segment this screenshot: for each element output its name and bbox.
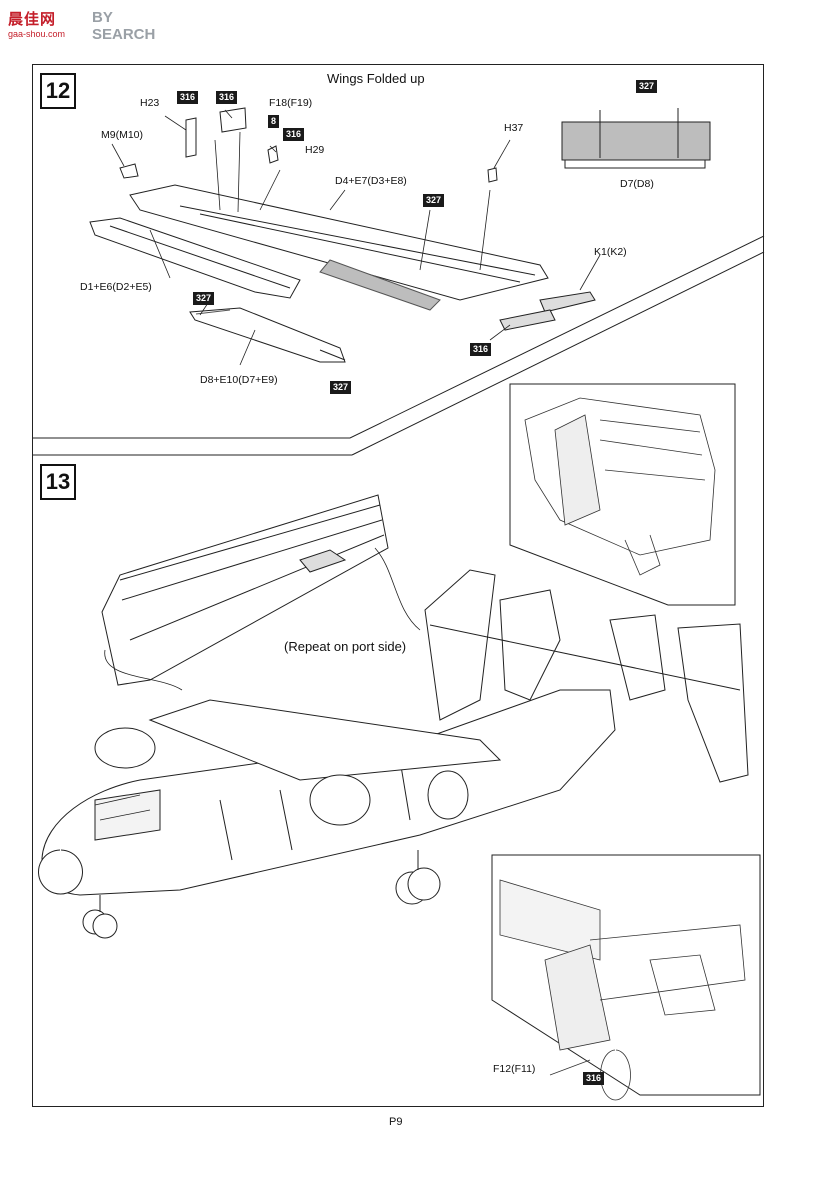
paint-tag-316: 316 — [583, 1072, 605, 1085]
aircraft-wing-stub — [148, 699, 502, 781]
label-h29: H29 — [305, 144, 325, 156]
label-d4e7: D4+E7(D3+E8) — [335, 175, 407, 187]
paint-tag-327: 327 — [330, 381, 352, 394]
paint-tag-316: 316 — [283, 128, 305, 141]
wing-part-d7 — [561, 108, 711, 169]
step12-title: Wings Folded up — [327, 71, 425, 86]
watermark-url: gaa-shou.com — [8, 29, 66, 39]
step12-leader-lines — [111, 109, 601, 366]
step-number-12: 12 — [40, 73, 76, 109]
folded-outer-wing — [101, 494, 389, 686]
paint-tag-327: 327 — [423, 194, 445, 207]
hinge-callout-line — [104, 547, 421, 691]
paint-tag-327: 327 — [193, 292, 215, 305]
landing-gear — [82, 850, 441, 939]
inset-bottom-detail — [499, 879, 746, 1101]
label-f18: F18(F19) — [269, 97, 313, 109]
step12-panel-border — [32, 235, 765, 439]
repeat-note: (Repeat on port side) — [284, 639, 407, 654]
label-k1: K1(K2) — [594, 246, 627, 258]
label-h23: H23 — [140, 97, 160, 109]
small-parts-step12 — [119, 107, 498, 183]
label-h37: H37 — [504, 122, 524, 134]
tail-fins — [424, 569, 749, 783]
wing-part-k1 — [499, 291, 596, 331]
paint-tag-327: 327 — [636, 80, 658, 93]
label-d8e10: D8+E10(D7+E9) — [200, 374, 278, 386]
watermark-brand: BY SEARCH — [92, 9, 156, 43]
watermark-logo: 晨佳网 — [8, 11, 57, 28]
wing-slat-d8e10 — [189, 307, 346, 363]
page-number: P9 — [389, 1116, 403, 1128]
instruction-frame — [32, 64, 764, 1107]
paint-tag-316: 316 — [216, 91, 238, 104]
paint-tag-316: 316 — [470, 343, 492, 356]
label-d7: D7(D8) — [620, 178, 654, 190]
step12-diagonal-rule — [351, 251, 765, 456]
wing-main-d4e7 — [129, 184, 549, 311]
inset-top-detail — [524, 397, 716, 576]
canopy-frames — [94, 794, 151, 821]
step-number-13: 13 — [40, 464, 76, 500]
engine-nacelles — [94, 727, 469, 826]
label-f12: F12(F11) — [493, 1063, 536, 1075]
label-d1e6: D1+E6(D2+E5) — [80, 281, 152, 293]
paint-tag-316: 316 — [177, 91, 199, 104]
wing-flap-d1e6 — [89, 217, 301, 299]
paint-tag-8: 8 — [268, 115, 280, 128]
watermark: 晨佳网 BY SEARCH gaa-shou.com — [4, 4, 164, 43]
label-m9: M9(M10) — [101, 129, 144, 141]
